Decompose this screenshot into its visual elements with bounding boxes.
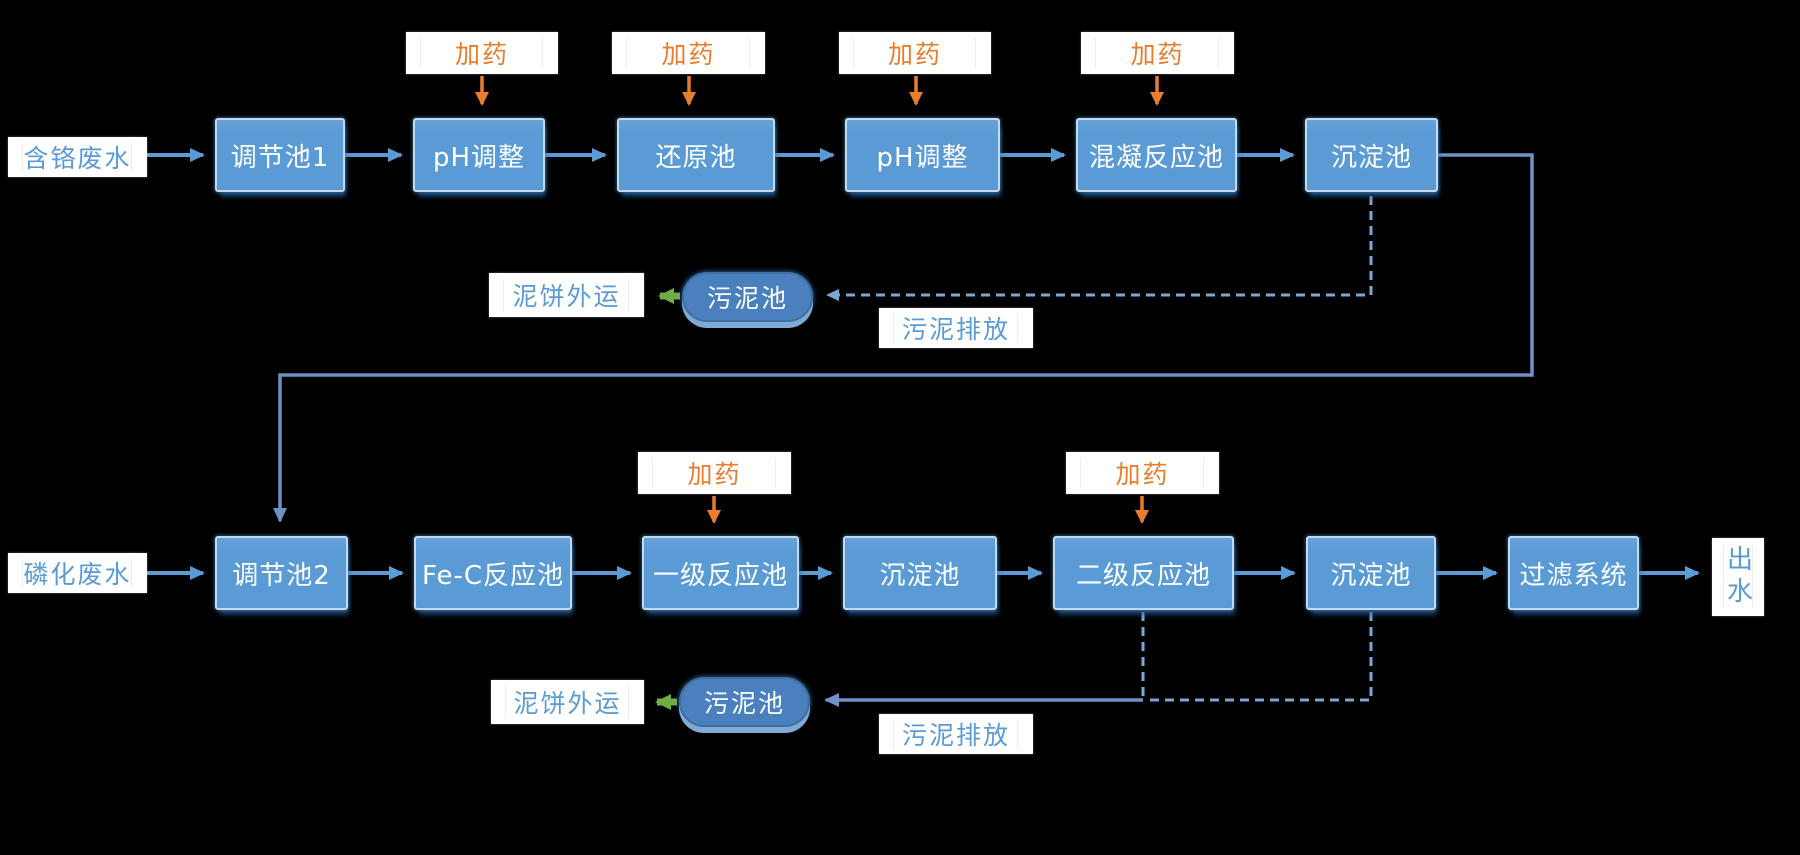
node-sedimentation-tank-row2b: 沉淀池 — [1306, 536, 1436, 610]
node-regulation-tank-2: 调节池2 — [215, 536, 348, 610]
outflow-label: 出水 — [1712, 538, 1764, 616]
dosing-label-4: 加药 — [1081, 32, 1234, 74]
row1-sludge-cake-label: 泥饼外运 — [489, 273, 644, 317]
row2-sludge-discharge-label: 污泥排放 — [879, 714, 1033, 754]
sludge-discharge-dashed-row2 — [1141, 612, 1373, 702]
row2-source-label: 磷化废水 — [8, 553, 147, 593]
dosing-label-3: 加药 — [839, 32, 991, 74]
dosing-label-1: 加药 — [406, 32, 558, 74]
sludge-discharge-line-row1 — [826, 196, 1373, 301]
node-ph-adjust-1: pH调整 — [413, 118, 545, 192]
node-stage1-reaction-tank: 一级反应池 — [642, 536, 799, 610]
row2-sludge-tank: 污泥池 — [679, 677, 810, 727]
dosing-label-2: 加药 — [612, 32, 765, 74]
dosing-arrows — [475, 76, 1164, 524]
row1-source-label: 含铬废水 — [8, 137, 147, 177]
return-line-row1-to-row2 — [273, 153, 1534, 523]
node-sedimentation-tank-row1: 沉淀池 — [1305, 118, 1438, 192]
node-filtration-system: 过滤系统 — [1508, 536, 1639, 610]
dosing-label-6: 加药 — [1066, 452, 1219, 494]
node-ph-adjust-2: pH调整 — [845, 118, 1000, 192]
node-fe-c-reaction-tank: Fe-C反应池 — [414, 536, 572, 610]
dosing-label-5: 加药 — [638, 452, 791, 494]
row1-sludge-tank: 污泥池 — [682, 272, 813, 322]
row1-sludge-discharge-label: 污泥排放 — [879, 308, 1033, 348]
node-coagulation-reaction-tank: 混凝反应池 — [1076, 118, 1237, 192]
node-stage2-reaction-tank: 二级反应池 — [1053, 536, 1234, 610]
node-reduction-tank: 还原池 — [617, 118, 775, 192]
node-regulation-tank-1: 调节池1 — [215, 118, 345, 192]
sludge-dashed-drop — [1145, 612, 1373, 702]
node-sedimentation-tank-row2a: 沉淀池 — [843, 536, 997, 610]
row2-sludge-cake-label: 泥饼外运 — [491, 680, 644, 724]
